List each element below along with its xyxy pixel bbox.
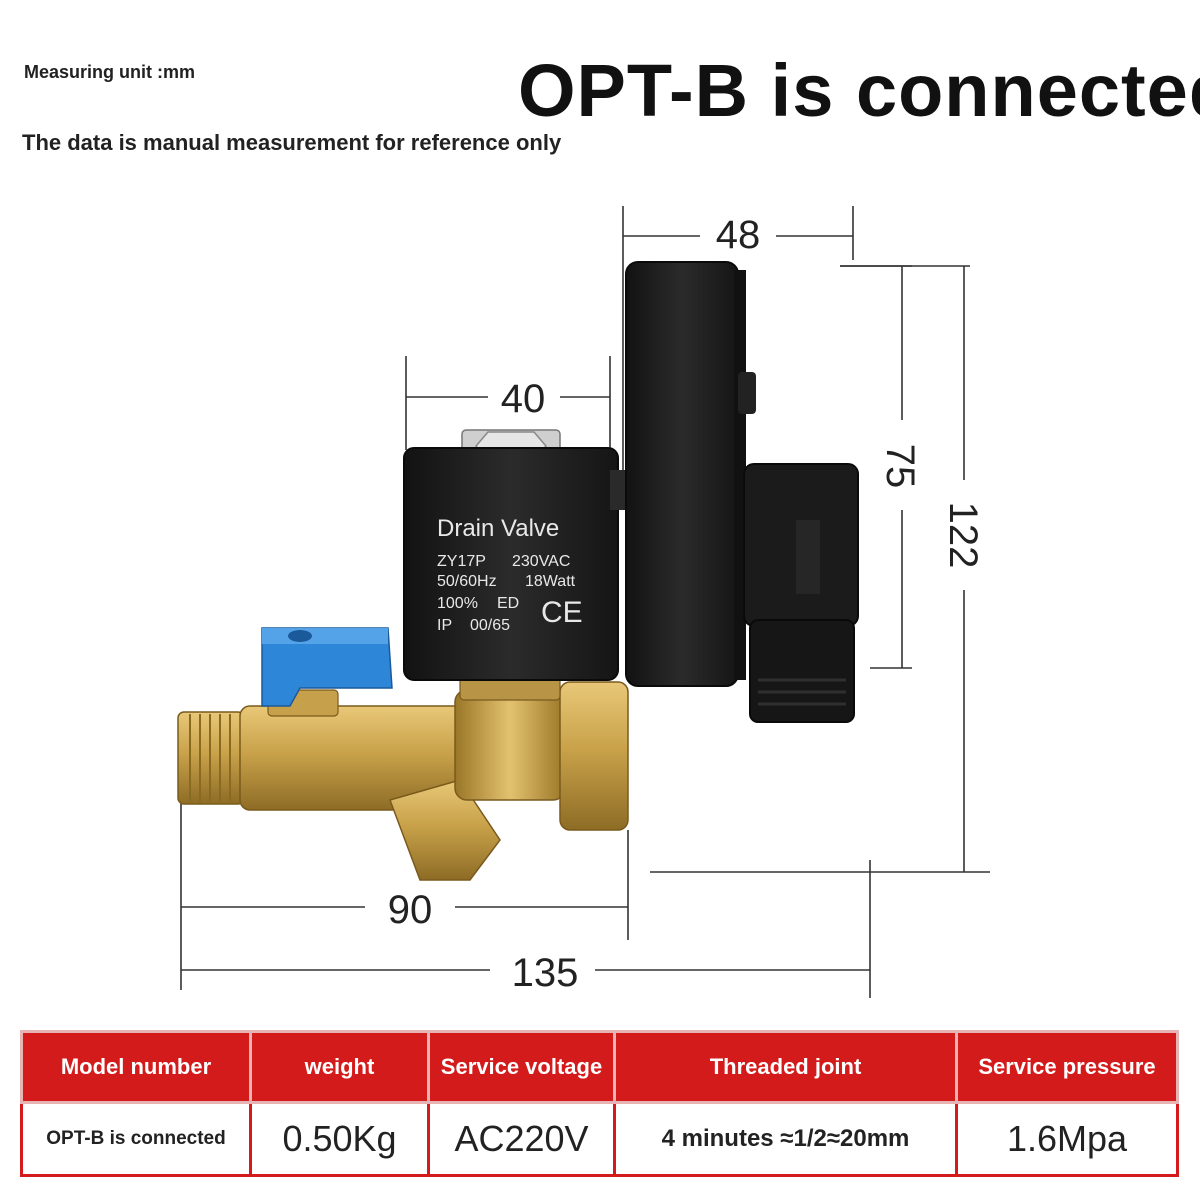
electronic-timer <box>610 261 859 723</box>
dimension-75: 75 <box>878 444 922 489</box>
solenoid-coil: Drain Valve ZY17P 230VAC 50/60Hz 18Watt … <box>403 429 619 681</box>
valve-label-duty: 100% <box>437 595 478 612</box>
valve-label-title: Drain Valve <box>437 515 559 542</box>
spec-table-header-row: Model number weight Service voltage Thre… <box>20 1030 1179 1104</box>
cell-model-number: OPT-B is connected <box>20 1101 252 1177</box>
dimension-90: 90 <box>388 888 433 932</box>
ball-valve-handle <box>261 627 393 707</box>
cell-service-voltage: AC220V <box>427 1101 616 1177</box>
cell-service-pressure: 1.6Mpa <box>955 1101 1179 1177</box>
spec-table: Model number weight Service voltage Thre… <box>20 1030 1179 1177</box>
measuring-unit-note: Measuring unit :mm <box>24 62 196 82</box>
reference-note: The data is manual measurement for refer… <box>22 130 562 155</box>
brass-valve-body <box>177 669 629 881</box>
valve-label-model: ZY17P <box>437 553 486 570</box>
header-model-number: Model number <box>20 1030 252 1104</box>
header-threaded-joint: Threaded joint <box>613 1030 958 1104</box>
header-service-voltage: Service voltage <box>427 1030 616 1104</box>
valve-label-power: 18Watt <box>525 573 576 590</box>
dimension-lines <box>180 206 990 998</box>
header-service-pressure: Service pressure <box>955 1030 1179 1104</box>
dimension-135: 135 <box>512 951 579 995</box>
valve-label-duty-unit: ED <box>497 595 519 612</box>
cell-weight: 0.50Kg <box>249 1101 430 1177</box>
ce-mark-icon: CE <box>541 596 583 629</box>
header-weight: weight <box>249 1030 430 1104</box>
valve-label-frequency: 50/60Hz <box>437 573 497 590</box>
table-row: OPT-B is connected 0.50Kg AC220V 4 minut… <box>20 1101 1179 1177</box>
dimension-48: 48 <box>716 213 761 257</box>
dimension-122: 122 <box>941 502 985 569</box>
valve-label-ip-value: 00/65 <box>470 617 510 634</box>
cell-threaded-joint: 4 minutes ≈1/2≈20mm <box>613 1101 958 1177</box>
product-dimension-drawing: 48 40 75 122 90 135 Drain Valve ZY17P 23… <box>177 206 990 998</box>
page-title: OPT-B is connected <box>518 49 1200 132</box>
dimension-40: 40 <box>501 377 546 421</box>
valve-label-ip: IP <box>437 617 452 634</box>
valve-label-voltage: 230VAC <box>512 553 570 570</box>
